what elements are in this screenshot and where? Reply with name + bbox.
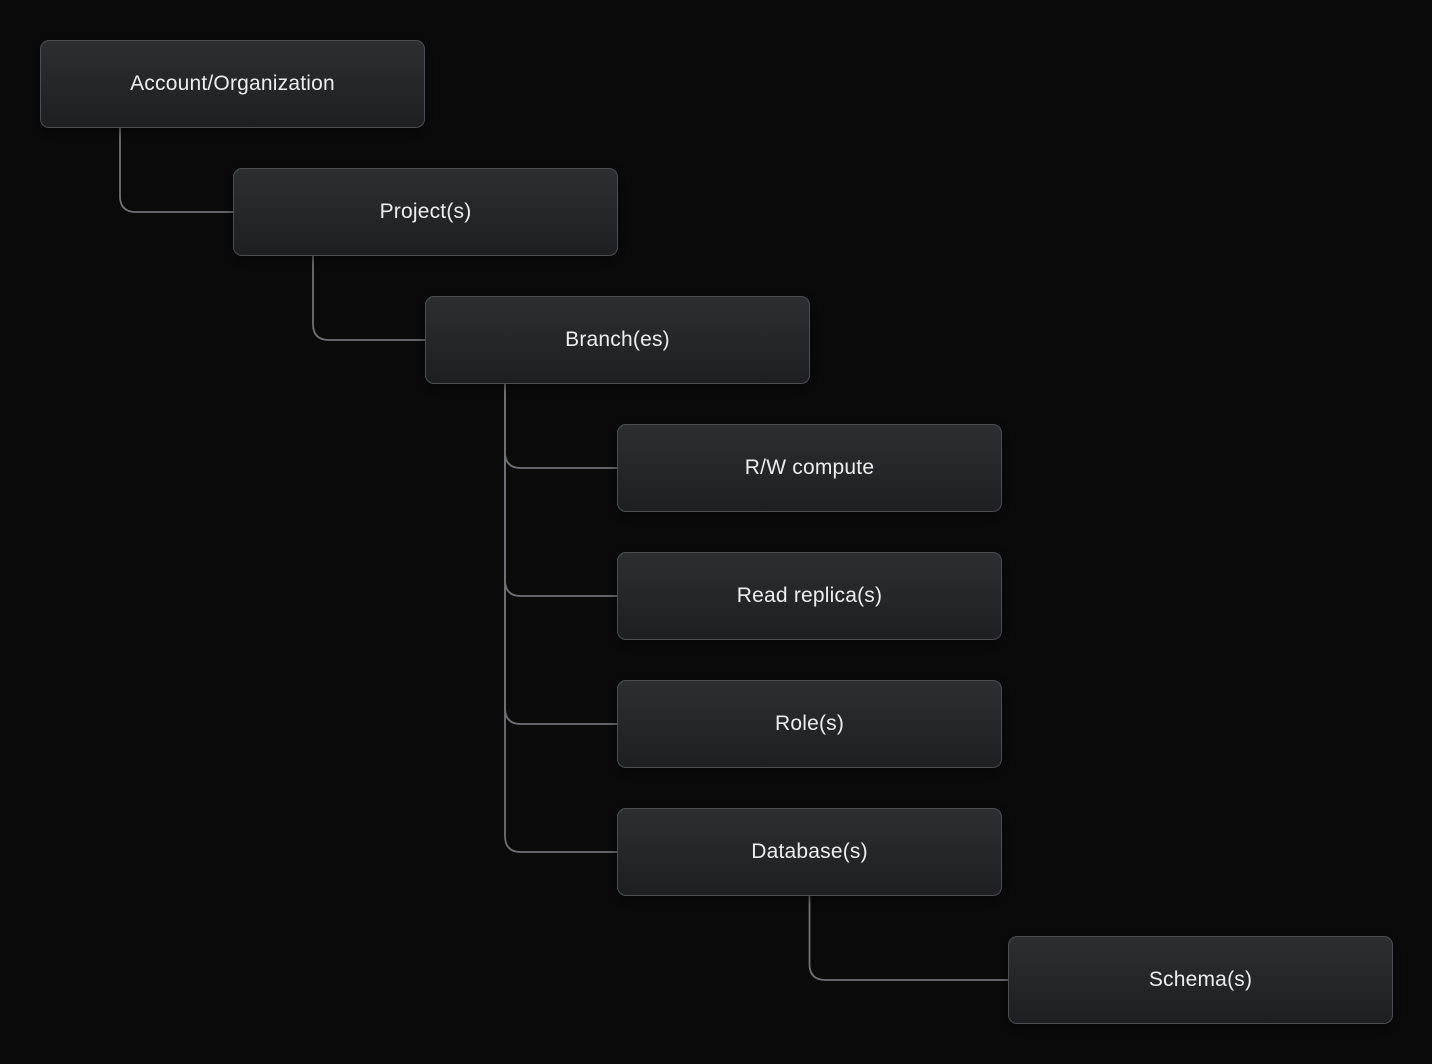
node-label-schemas: Schema(s)	[1148, 968, 1253, 991]
node-label-read-replicas: Read replica(s)	[736, 584, 883, 607]
connector-projects-to-branches	[312, 256, 425, 341]
node-roles: Role(s)	[617, 680, 1002, 768]
connector-account-organization-to-projects	[119, 128, 233, 213]
node-label-account-organization: Account/Organization	[130, 72, 335, 95]
node-label-projects: Project(s)	[379, 200, 472, 223]
node-label-branches: Branch(es)	[565, 328, 670, 351]
node-rw-compute: R/W compute	[617, 424, 1002, 512]
connector-branches-to-rw-compute	[504, 384, 617, 469]
node-databases: Database(s)	[617, 808, 1002, 896]
node-account-organization: Account/Organization	[40, 40, 425, 128]
node-label-rw-compute: R/W compute	[744, 456, 875, 479]
node-read-replicas: Read replica(s)	[617, 552, 1002, 640]
connector-branches-to-read-replicas	[504, 384, 617, 597]
node-label-roles: Role(s)	[774, 712, 845, 735]
node-label-databases: Database(s)	[751, 840, 868, 863]
node-projects: Project(s)	[233, 168, 618, 256]
connector-branches-to-databases	[504, 384, 617, 853]
node-schemas: Schema(s)	[1008, 936, 1393, 1024]
node-branches: Branch(es)	[425, 296, 810, 384]
connector-databases-to-schemas	[808, 896, 1008, 981]
connector-branches-to-roles	[504, 384, 617, 725]
